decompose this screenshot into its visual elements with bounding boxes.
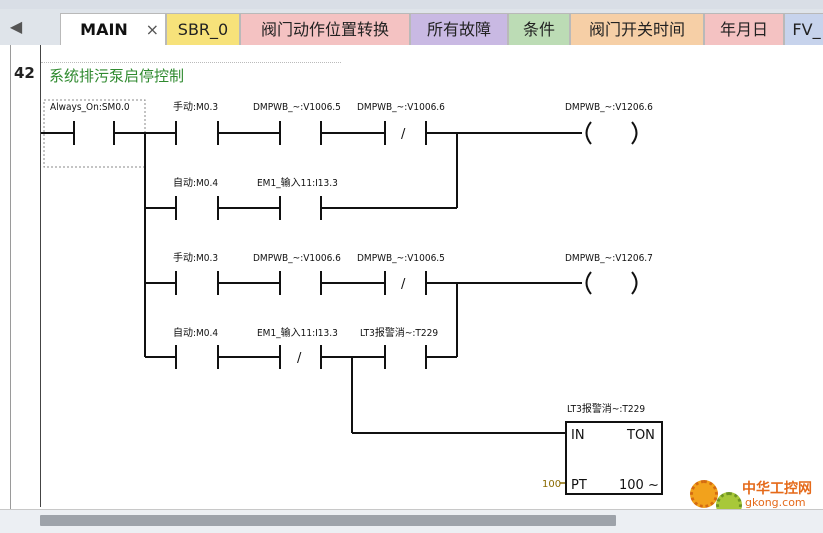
tab-scroll-left-icon[interactable]: ◀ <box>9 17 23 36</box>
tab-fv[interactable]: FV_ <box>784 13 823 45</box>
scrollbar-thumb[interactable] <box>40 515 616 526</box>
tab-date[interactable]: 年月日 <box>704 13 784 45</box>
contact-label: 自动:M0.4 <box>173 326 218 339</box>
tab-label: 阀门动作位置转换 <box>260 20 389 39</box>
contact-label: 手动:M0.3 <box>173 100 218 113</box>
tab-label: SBR_0 <box>177 20 229 39</box>
gear-logo-icon <box>690 480 718 508</box>
timer-type: TON <box>626 428 655 443</box>
tab-valve-position[interactable]: 阀门动作位置转换 <box>240 13 410 45</box>
tab-label: 所有故障 <box>426 20 491 39</box>
contact-label: DMPWB_~:V1006.6 <box>253 253 341 264</box>
timer-block <box>565 421 663 495</box>
not-contact-mark: / <box>401 127 406 142</box>
timer-resolution: 100 ~ <box>619 478 659 493</box>
network-number: 42 <box>14 64 35 82</box>
horizontal-scrollbar[interactable] <box>0 509 823 533</box>
tab-valve-time[interactable]: 阀门开关时间 <box>570 13 704 45</box>
contact-label: LT3报警消~:T229 <box>360 326 438 339</box>
contact-label: DMPWB_~:V1006.5 <box>253 102 341 113</box>
contact-label: 手动:M0.3 <box>173 251 218 264</box>
tab-conditions[interactable]: 条件 <box>508 13 570 45</box>
coil-left-arc <box>585 121 592 145</box>
tab-label: MAIN <box>80 20 128 39</box>
contact-label: DMPWB_~:V1006.5 <box>357 253 445 264</box>
tab-main[interactable]: MAIN × <box>60 13 166 45</box>
coil-right-arc <box>631 121 638 145</box>
tab-label: 条件 <box>522 20 555 39</box>
power-rail <box>40 45 41 507</box>
not-contact-mark: / <box>401 277 406 292</box>
tab-close-icon[interactable]: × <box>145 20 159 39</box>
timer-pt-value: 100 <box>542 479 561 490</box>
watermark-title: 中华工控网 <box>742 481 812 497</box>
timer-name: LT3报警消~:T229 <box>567 402 645 415</box>
contact-label: EM1_输入11:I13.3 <box>257 176 338 189</box>
contact-label: Always_On:SM0.0 <box>50 102 130 113</box>
network-title[interactable]: 系统排污泵启停控制 <box>49 67 185 85</box>
tab-bar: ◀ MAIN × SBR_0 阀门动作位置转换 所有故障 条件 阀门开关时间 年… <box>0 9 823 45</box>
watermark-site: gkong.com <box>745 496 806 509</box>
coil-label: DMPWB_~:V1206.7 <box>565 253 653 264</box>
timer-pt-label: PT <box>571 478 587 493</box>
contact-label: EM1_输入11:I13.3 <box>257 326 338 339</box>
tab-label: 年月日 <box>719 20 768 39</box>
timer-in-label: IN <box>571 428 585 443</box>
tab-label: 阀门开关时间 <box>588 20 685 39</box>
ladder-diagram: / / / Always_On:SM0.0 手动:M0.3 DMPWB_~:V1… <box>41 99 663 495</box>
tab-all-faults[interactable]: 所有故障 <box>410 13 508 45</box>
tab-label: FV_ <box>792 20 821 39</box>
tab-sbr0[interactable]: SBR_0 <box>166 13 240 45</box>
network-separator <box>41 62 341 64</box>
not-contact-mark: / <box>297 351 302 366</box>
coil-label: DMPWB_~:V1206.6 <box>565 102 653 113</box>
contact-label: DMPWB_~:V1006.6 <box>357 102 445 113</box>
contact-label: 自动:M0.4 <box>173 176 218 189</box>
